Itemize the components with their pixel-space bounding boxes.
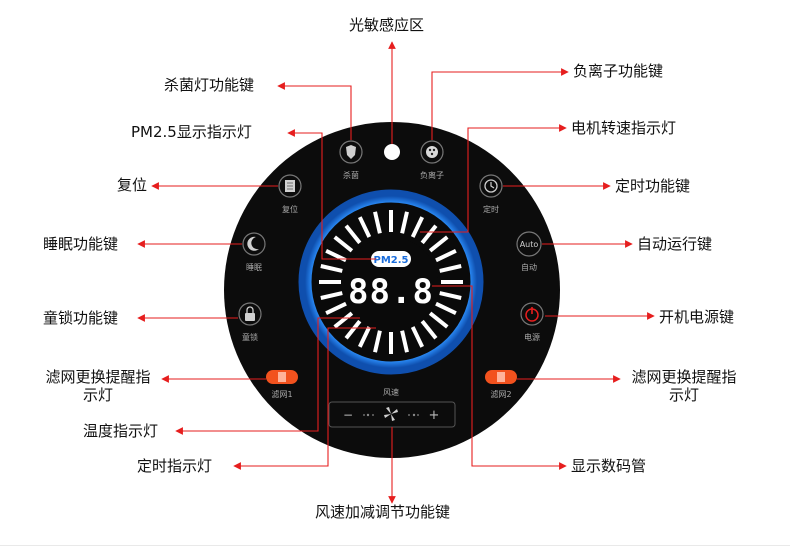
filter2-label: 滤网2 bbox=[490, 389, 511, 399]
display-digits: 88.8 bbox=[348, 272, 434, 312]
callout-temp-indicator: 温度指示灯 bbox=[83, 422, 159, 440]
speed-segment bbox=[373, 330, 382, 353]
callout-anion-key: 负离子功能键 bbox=[573, 62, 664, 80]
lock-icon bbox=[245, 313, 255, 321]
speed-dots-right bbox=[408, 413, 419, 417]
speed-segment bbox=[344, 224, 362, 245]
clock-icon bbox=[484, 179, 498, 193]
speed-segment bbox=[344, 319, 362, 340]
speed-segment bbox=[373, 211, 382, 234]
sleep-button[interactable]: 睡眠 bbox=[242, 232, 266, 272]
minus-button[interactable]: − bbox=[343, 408, 353, 422]
filter-icon bbox=[497, 372, 505, 382]
sterilize-button[interactable]: 杀菌 bbox=[339, 140, 363, 180]
speed-segment bbox=[439, 264, 462, 273]
anion-label: 负离子 bbox=[420, 170, 444, 180]
power-label: 电源 bbox=[524, 332, 540, 342]
speed-segment bbox=[325, 301, 347, 316]
speed-segment bbox=[357, 326, 372, 348]
speed-segment bbox=[357, 216, 372, 238]
filter1-label: 滤网1 bbox=[271, 389, 292, 399]
timer-button[interactable]: 定时 bbox=[479, 174, 503, 214]
sleep-label: 睡眠 bbox=[246, 263, 262, 272]
auto-label: 自动 bbox=[521, 262, 537, 272]
speed-segment bbox=[435, 248, 457, 263]
callout-light-sensor: 光敏感应区 bbox=[349, 16, 425, 34]
speed-dots-left bbox=[363, 413, 374, 417]
speed-segment bbox=[400, 211, 409, 234]
callout-auto-key: 自动运行键 bbox=[637, 235, 713, 253]
pm25-badge-text: PM2.5 bbox=[374, 255, 409, 266]
callout-filter1-reminder: 滤网更换提醒指示灯 bbox=[45, 368, 151, 404]
auto-icon: Auto bbox=[520, 240, 539, 249]
speed-segment bbox=[320, 264, 343, 273]
plus-button[interactable]: + bbox=[429, 408, 440, 423]
speed-segment bbox=[333, 235, 354, 253]
motor-speed-segments bbox=[319, 210, 463, 354]
auto-button[interactable]: Auto 自动 bbox=[516, 231, 542, 272]
bottom-divider bbox=[0, 545, 790, 546]
callout-lines bbox=[137, 41, 655, 504]
callout-timer-indicator: 定时指示灯 bbox=[137, 457, 213, 475]
callout-pm25-indicator: PM2.5显示指示灯 bbox=[131, 123, 252, 141]
callout-filter2-reminder: 滤网更换提醒指示灯 bbox=[631, 368, 737, 404]
reset-label: 复位 bbox=[282, 204, 298, 214]
sterilize-label: 杀菌 bbox=[343, 170, 359, 180]
speed-segment bbox=[333, 311, 354, 329]
child-lock-button[interactable]: 童锁 bbox=[238, 302, 262, 342]
callout-reset: 复位 bbox=[117, 176, 148, 194]
speed-segment bbox=[320, 291, 343, 300]
pm25-indicator: PM2.5 bbox=[371, 251, 411, 267]
speed-segment bbox=[428, 235, 449, 253]
speed-segment bbox=[420, 319, 438, 340]
light-sensor bbox=[384, 144, 400, 160]
speed-segment bbox=[420, 224, 438, 245]
reset-button[interactable]: 复位 bbox=[278, 174, 302, 214]
callout-child-lock-key: 童锁功能键 bbox=[43, 309, 119, 327]
filter2-indicator: 滤网2 bbox=[485, 370, 517, 399]
power-button[interactable]: 电源 bbox=[520, 302, 544, 342]
speed-segment bbox=[410, 326, 425, 348]
anion-icon bbox=[426, 146, 438, 158]
lock-label: 童锁 bbox=[242, 332, 258, 342]
speed-segment bbox=[428, 311, 449, 329]
shield-icon bbox=[346, 145, 356, 159]
wind-speed-title: 风速 bbox=[383, 388, 399, 397]
fan-icon bbox=[384, 407, 398, 421]
callout-power-key: 开机电源键 bbox=[659, 308, 735, 326]
speed-segment bbox=[435, 301, 457, 316]
moon-icon bbox=[247, 236, 259, 251]
callout-display-tube: 显示数码管 bbox=[571, 457, 647, 475]
digit-area bbox=[344, 237, 438, 331]
timer-label: 定时 bbox=[483, 204, 499, 214]
speed-segment bbox=[439, 291, 462, 300]
callout-timer-key: 定时功能键 bbox=[615, 177, 691, 195]
callout-sterilize-key: 杀菌灯功能键 bbox=[164, 76, 255, 94]
filter-icon bbox=[278, 372, 286, 382]
blue-ring bbox=[298, 189, 484, 375]
speed-segment bbox=[400, 330, 409, 353]
callout-motor-speed-indicator: 电机转速指示灯 bbox=[571, 119, 677, 137]
callout-wind-speed-key: 风速加减调节功能键 bbox=[315, 503, 451, 521]
filter1-indicator: 滤网1 bbox=[266, 370, 298, 399]
callout-sleep-key: 睡眠功能键 bbox=[43, 235, 119, 253]
speed-segment bbox=[410, 216, 425, 238]
anion-button[interactable]: 负离子 bbox=[420, 140, 444, 180]
